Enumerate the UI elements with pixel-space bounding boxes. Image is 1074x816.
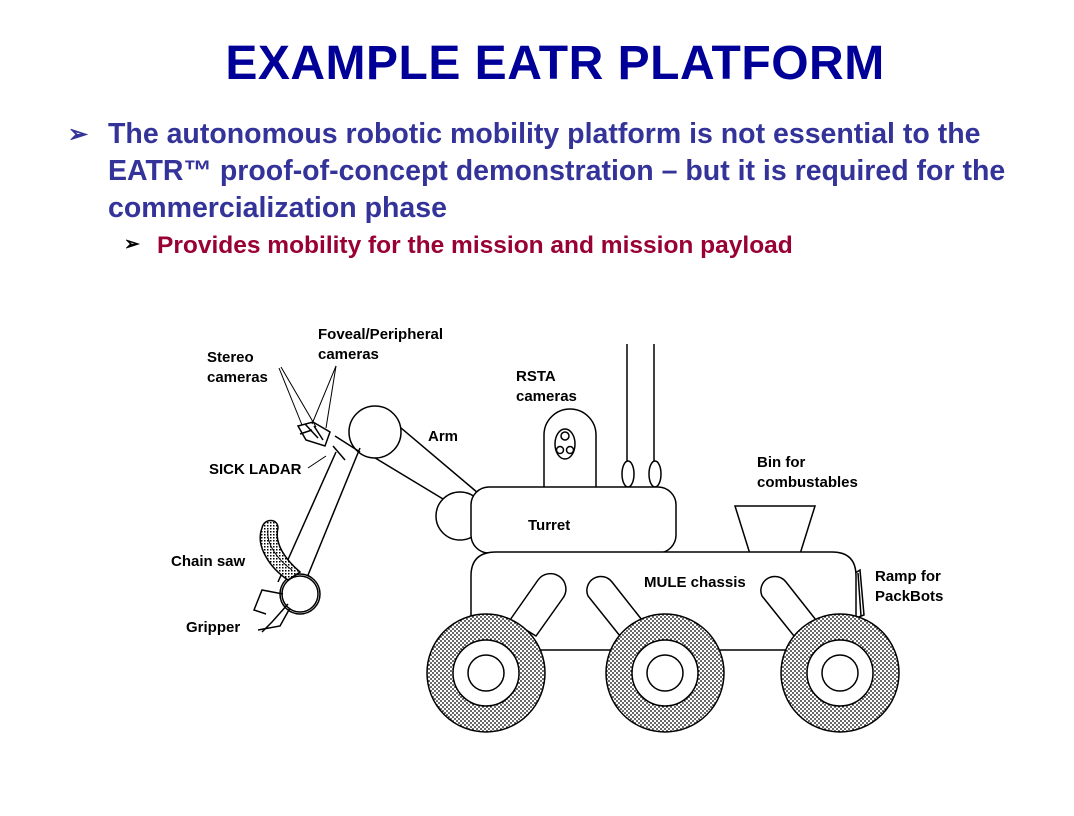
label-foveal-line1: Foveal/Peripheral: [318, 326, 443, 343]
sensor-head: [296, 421, 361, 461]
main-bullet-text: The autonomous robotic mobility platform…: [108, 118, 1006, 224]
gripper: [253, 589, 291, 633]
sub-bullet-text: Provides mobility for the mission and mi…: [157, 232, 793, 259]
label-stereo-line2: cameras: [207, 369, 268, 386]
label-chain-saw: Chain saw: [171, 553, 246, 570]
label-ramp-line1: Ramp for: [875, 568, 941, 585]
slide-title: EXAMPLE EATR PLATFORM: [225, 37, 885, 90]
bin: [733, 505, 817, 555]
rsta-camera-unit: [543, 408, 597, 488]
wheel-front: [426, 613, 546, 733]
bullet-arrow-icon: ➢: [124, 234, 140, 255]
label-gripper: Gripper: [186, 619, 240, 636]
label-bin-line1: Bin for: [757, 454, 805, 471]
wheel-rear: [780, 613, 900, 733]
label-bin-line2: combustables: [757, 474, 858, 491]
chain-saw: [259, 519, 302, 581]
label-rsta-line1: RSTA: [516, 368, 556, 385]
label-turret: Turret: [528, 517, 570, 534]
suspension-links: [508, 572, 818, 638]
mast: [621, 344, 662, 488]
bullet-arrow-icon: ➢: [68, 121, 89, 148]
turret: [470, 486, 677, 554]
label-ramp-line2: PackBots: [875, 588, 943, 605]
label-foveal-line2: cameras: [318, 346, 379, 363]
label-sick-ladar: SICK LADAR: [209, 461, 302, 478]
label-stereo-line1: Stereo: [207, 349, 254, 366]
label-arm: Arm: [428, 428, 458, 445]
leader-lines: [278, 365, 337, 469]
wheel-middle: [605, 613, 725, 733]
label-rsta-line2: cameras: [516, 388, 577, 405]
label-mule-chassis: MULE chassis: [644, 574, 746, 591]
